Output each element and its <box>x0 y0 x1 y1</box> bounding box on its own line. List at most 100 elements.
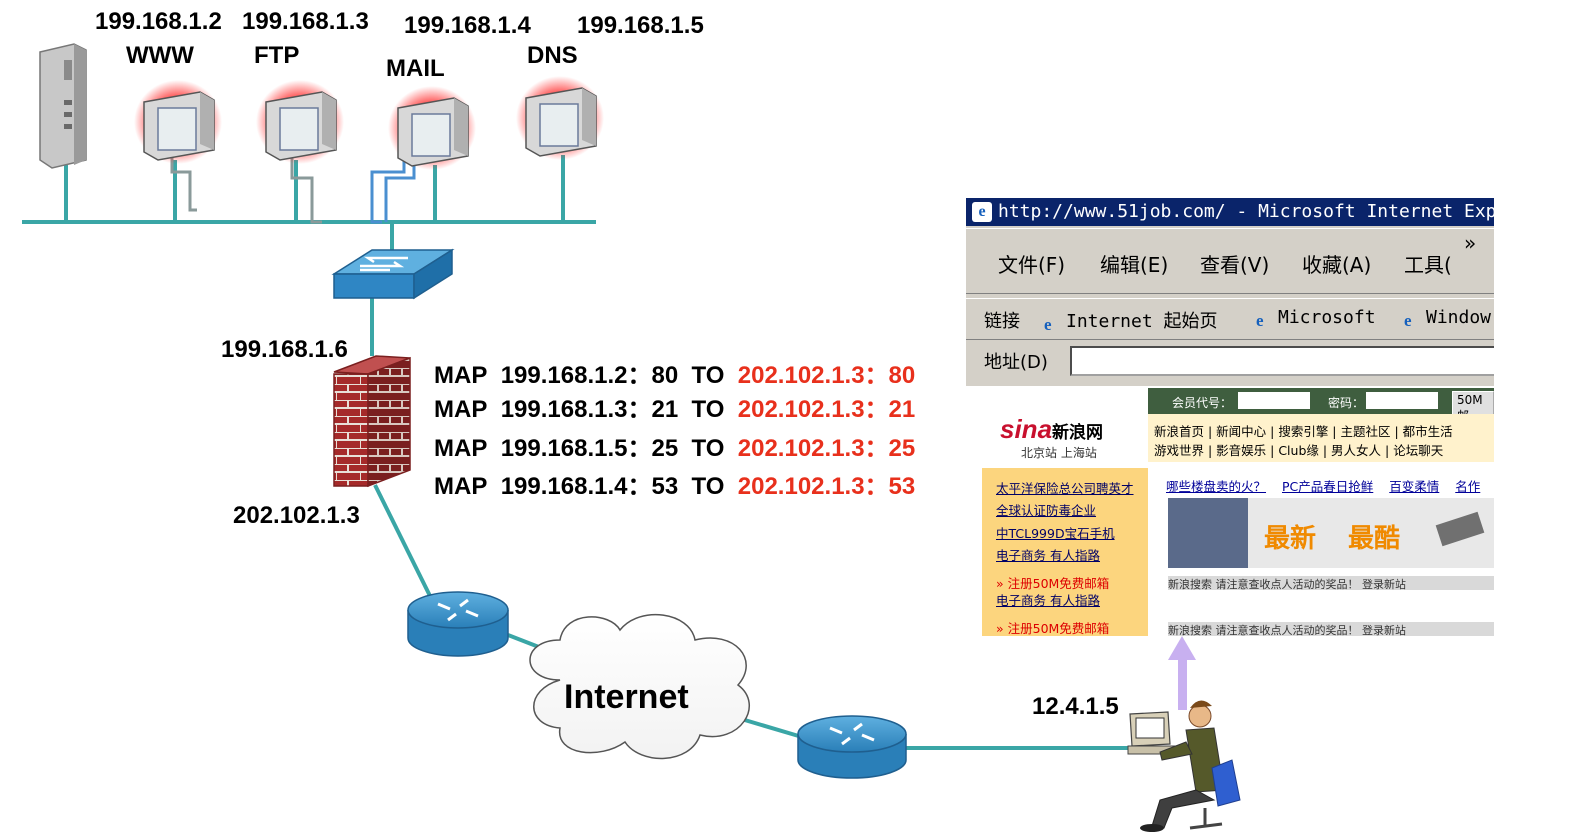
mail-cable-2 <box>384 160 416 222</box>
mapping-keyword: MAP <box>434 435 488 462</box>
internet-cloud-icon <box>529 613 750 760</box>
mapping-source: 199.168.1.5：25 <box>500 435 679 462</box>
top-link[interactable]: 百变柔情 <box>1389 479 1440 494</box>
password-input[interactable] <box>1366 392 1438 409</box>
sina-logo-cn: 新浪网 <box>1052 423 1104 442</box>
mapping-row: MAP 199.168.1.4：53 TO 202.102.1.3：53 <box>434 475 915 499</box>
banner-word: 最新 <box>1264 524 1317 554</box>
left-link[interactable]: » 注册50M免费邮箱 <box>996 621 1110 636</box>
menu-tools[interactable]: 工具( <box>1404 253 1452 277</box>
mapping-row: MAP 199.168.1.5：25 TO 202.102.1.3：25 <box>434 437 915 461</box>
member-label: 会员代号： <box>1172 396 1233 410</box>
login-bar: 会员代号： 密码： 50M邮 <box>1148 388 1494 426</box>
menu-bar: 文件(F) 编辑(E) 查看(V) 收藏(A) 工具( » <box>966 228 1494 294</box>
ftp-server-icon <box>256 80 344 164</box>
address-label: 地址(D) <box>984 352 1048 373</box>
ie-icon: e <box>972 202 992 222</box>
sina-nav: 新浪首页 | 新闻中心 | 搜索引擎 | 主题社区 | 都市生活 游戏世界 | … <box>1148 414 1494 462</box>
mail-cable-1 <box>370 160 406 224</box>
mapping-source: 199.168.1.4：53 <box>500 473 679 500</box>
mail-server-icon <box>388 86 476 170</box>
mapping-destination: 202.102.1.3：21 <box>737 396 916 423</box>
menu-view[interactable]: 查看(V) <box>1200 253 1270 277</box>
firewall-icon <box>333 355 411 488</box>
top-link[interactable]: PC产品春日抢鲜 <box>1282 479 1374 494</box>
password-label: 密码： <box>1328 396 1365 410</box>
sina-logo[interactable]: sina新浪网 <box>1000 414 1103 445</box>
mapping-destination: 202.102.1.3：53 <box>737 473 916 500</box>
sina-banner[interactable]: 最新 最酷 <box>1168 498 1494 568</box>
banner-photo <box>1168 498 1248 568</box>
mapping-source: 199.168.1.3：21 <box>500 396 679 423</box>
left-link[interactable]: 电子商务 有人指路 <box>996 548 1100 563</box>
web-page: sina新浪网 北京站 上海站 会员代号： 密码： 50M邮 新浪首页 | 新闻… <box>966 386 1494 636</box>
left-link[interactable]: 太平洋保险总公司聘英才 <box>996 481 1134 496</box>
mapping-to: TO <box>691 473 725 500</box>
menu-edit[interactable]: 编辑(E) <box>1100 253 1169 277</box>
mapping-to: TO <box>691 396 725 423</box>
dns-ip-label: 199.168.1.5 <box>577 12 704 39</box>
router-icon-1 <box>407 591 509 657</box>
banner-word: 最酷 <box>1348 524 1401 554</box>
sina-sites: 北京站 上海站 <box>1021 446 1097 460</box>
www-name-label: WWW <box>126 42 194 69</box>
mapping-keyword: MAP <box>434 473 488 500</box>
left-link[interactable]: » 注册50M免费邮箱 <box>996 576 1110 591</box>
mapping-row: MAP 199.168.1.2：80 TO 202.102.1.3：80 <box>434 364 915 388</box>
mapping-to: TO <box>691 362 725 389</box>
user-workstation-icon <box>1127 700 1241 832</box>
firewall-to-router <box>373 484 434 601</box>
sina-left-column: 太平洋保险总公司聘英才 全球认证防毒企业 中TCL999D宝石手机 电子商务 有… <box>982 468 1148 636</box>
ftp-ip-label: 199.168.1.3 <box>242 8 369 35</box>
link-windows[interactable]: e Window <box>1404 307 1492 330</box>
ie-icon: e <box>1044 315 1052 334</box>
link-label: Internet 起始页 <box>1066 311 1218 332</box>
ie-icon: e <box>1404 311 1412 330</box>
links-label: 链接 <box>984 311 1020 332</box>
link-label: Window <box>1426 307 1492 328</box>
left-link[interactable]: 电子商务 有人指路 <box>996 593 1100 608</box>
news-strip: 新浪搜索 请注意查收点人活动的奖品！ 登录新站 <box>1168 622 1494 636</box>
member-input[interactable] <box>1238 392 1310 409</box>
tower-server-icon <box>39 43 87 169</box>
mapping-destination: 202.102.1.3：25 <box>737 435 916 462</box>
nav-row[interactable]: 游戏世界 | 影音娱乐 | Club缘 | 男人女人 | 论坛聊天 <box>1154 443 1444 458</box>
cloud-to-router2 <box>737 716 803 739</box>
mapping-keyword: MAP <box>434 396 488 423</box>
phone-icon <box>1435 511 1485 547</box>
nav-row[interactable]: 新浪首页 | 新闻中心 | 搜索引擎 | 主题社区 | 都市生活 <box>1154 424 1453 439</box>
top-link[interactable]: 哪些楼盘卖的火？ <box>1166 479 1267 494</box>
firewall-inside-ip-label: 199.168.1.6 <box>221 336 348 363</box>
browser-window: e http://www.51job.com/ - Microsoft Inter… <box>966 198 1494 636</box>
chevron-icon[interactable]: » <box>1464 231 1477 255</box>
sina-top-links: 哪些楼盘卖的火？ PC产品春日抢鲜 百变柔情 名作 <box>1166 476 1492 495</box>
mail-ip-label: 199.168.1.4 <box>404 12 531 39</box>
menu-file[interactable]: 文件(F) <box>998 253 1066 277</box>
router-icon-2 <box>797 715 907 779</box>
browser-title-bar: e http://www.51job.com/ - Microsoft Inter… <box>966 198 1494 226</box>
www-ip-label: 199.168.1.2 <box>95 8 222 35</box>
www-server-icon <box>134 80 222 164</box>
firewall-outside-ip-label: 202.102.1.3 <box>233 502 360 529</box>
left-link[interactable]: 中TCL999D宝石手机 <box>996 526 1115 541</box>
link-internet-start[interactable]: e Internet 起始页 <box>1044 307 1218 334</box>
mapping-to: TO <box>691 435 725 462</box>
switch-icon <box>331 248 455 300</box>
mapping-keyword: MAP <box>434 362 488 389</box>
dns-server-icon <box>516 76 604 160</box>
left-link[interactable]: 全球认证防毒企业 <box>996 503 1097 518</box>
menu-favorites[interactable]: 收藏(A) <box>1302 253 1372 277</box>
mapping-source: 199.168.1.2：80 <box>500 362 679 389</box>
ftp-cable <box>290 150 322 224</box>
mapping-row: MAP 199.168.1.3：21 TO 202.102.1.3：21 <box>434 398 915 422</box>
news-strip: 新浪搜索 请注意查收点人活动的奖品！ 登录新站 <box>1168 576 1494 590</box>
address-input[interactable] <box>1070 346 1494 376</box>
mail-name-label: MAIL <box>386 55 445 82</box>
browser-title: http://www.51job.com/ - Microsoft Intern… <box>998 201 1494 222</box>
up-arrow-icon <box>1168 636 1196 710</box>
top-link[interactable]: 名作 <box>1455 479 1481 494</box>
ftp-name-label: FTP <box>254 42 300 69</box>
